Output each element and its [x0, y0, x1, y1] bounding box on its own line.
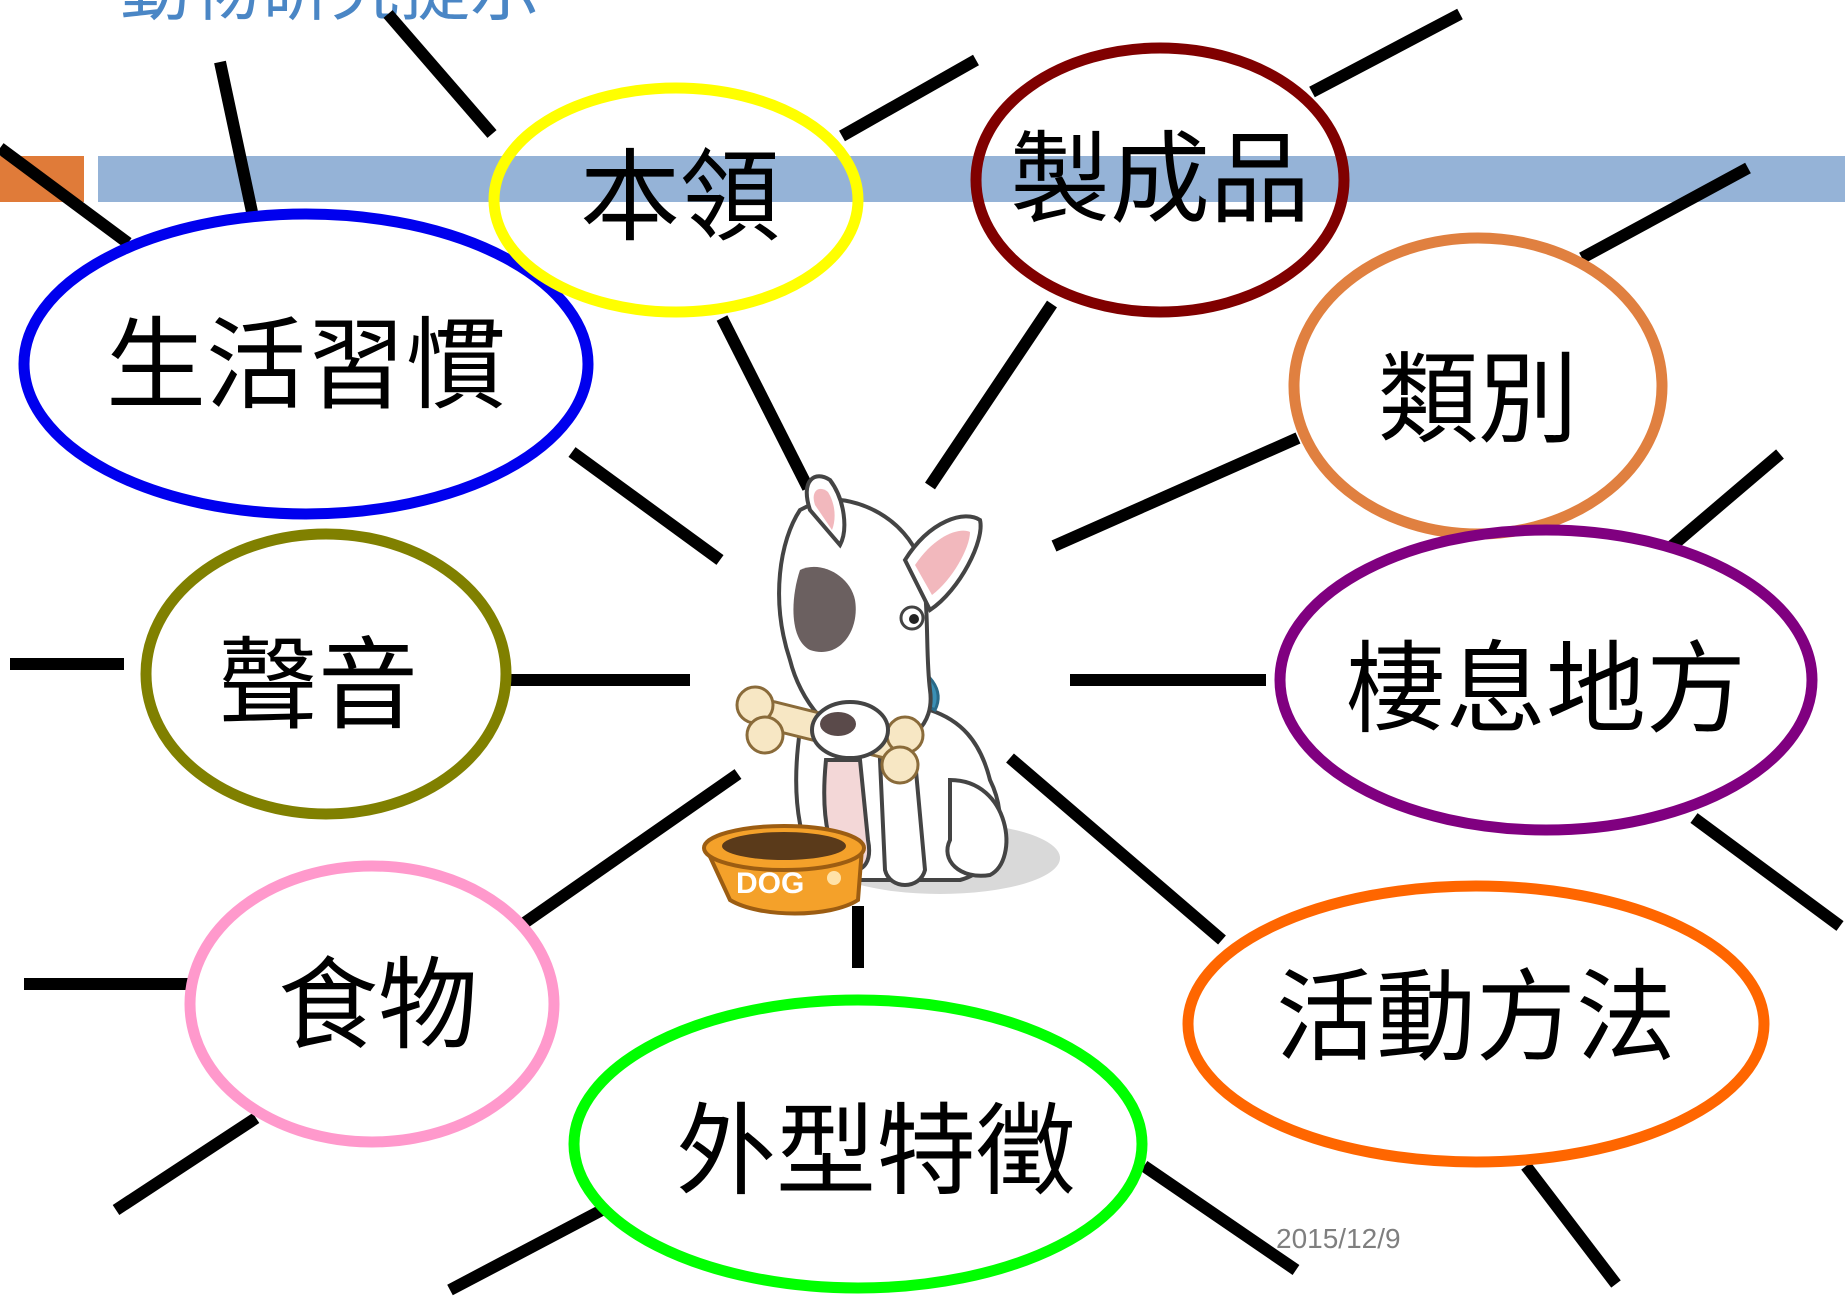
node-sound: 聲音 — [140, 528, 512, 820]
connector-line — [568, 447, 724, 565]
slide-title: 動物研究提示 — [120, 0, 540, 31]
node-ellipse — [1182, 880, 1770, 1168]
node-products: 製成品 — [970, 42, 1350, 318]
node-habitat: 棲息地方 — [1274, 524, 1818, 836]
node-appearance: 外型特徵 — [568, 994, 1148, 1294]
connector-line — [214, 60, 258, 214]
dog-front-leg — [877, 758, 928, 887]
node-label: 棲息地方 — [1346, 631, 1746, 748]
bone-knob — [745, 715, 785, 755]
dog-ear-left-inner — [813, 488, 835, 530]
connector-line — [1006, 753, 1226, 945]
node-ellipse — [140, 528, 512, 820]
dog-back-leg — [945, 777, 1009, 878]
connector-line — [112, 1112, 260, 1216]
bone-knob — [880, 745, 920, 785]
connector-line — [925, 300, 1057, 490]
dog-bowl: DOG — [702, 824, 866, 916]
slide-date: 2015/12/9 — [1276, 1223, 1401, 1254]
connector-line — [1051, 432, 1301, 552]
connector-line — [716, 315, 814, 491]
node-label: 聲音 — [218, 627, 418, 744]
node-ellipse — [568, 994, 1148, 1294]
node-habits: 生活習慣 — [18, 208, 594, 520]
node-ellipse — [488, 82, 864, 318]
bowl-inside — [722, 832, 846, 860]
node-movement: 活動方法 — [1182, 880, 1770, 1168]
connector-line — [1309, 8, 1463, 98]
dog-ear-right-inner — [915, 530, 970, 595]
dog-illustration: DOG — [702, 474, 1060, 916]
node-label: 製成品 — [1010, 121, 1310, 238]
node-ellipse — [184, 860, 560, 1148]
node-abilities: 本領 — [488, 82, 864, 318]
connector-lines — [0, 8, 1844, 1296]
node-label: 活動方法 — [1276, 959, 1676, 1076]
connector-line — [0, 143, 132, 248]
connector-line — [1521, 1162, 1621, 1288]
connector-line — [1690, 813, 1844, 931]
connector-line — [1668, 449, 1784, 551]
node-ellipse — [970, 42, 1350, 318]
connector-line — [516, 769, 742, 931]
node-label: 類別 — [1378, 341, 1578, 458]
dog-eye-patch — [793, 566, 856, 652]
dog-pupil — [909, 614, 919, 624]
node-label: 本領 — [580, 139, 780, 256]
node-label: 生活習慣 — [106, 307, 506, 424]
node-ellipse — [18, 208, 594, 520]
connector-line — [839, 54, 979, 142]
connector-line — [1579, 162, 1751, 264]
connector-line — [447, 1204, 605, 1296]
paw-print-icon — [827, 871, 841, 885]
node-category: 類別 — [1288, 232, 1668, 540]
node-label: 食物 — [278, 947, 478, 1064]
node-label: 外型特徵 — [676, 1093, 1076, 1210]
node-food: 食物 — [184, 860, 560, 1148]
connector-line — [1140, 1161, 1300, 1275]
connector-line — [383, 10, 497, 138]
bowl-label: DOG — [736, 867, 804, 900]
dog-nose — [820, 712, 856, 736]
node-ellipse — [1274, 524, 1818, 836]
